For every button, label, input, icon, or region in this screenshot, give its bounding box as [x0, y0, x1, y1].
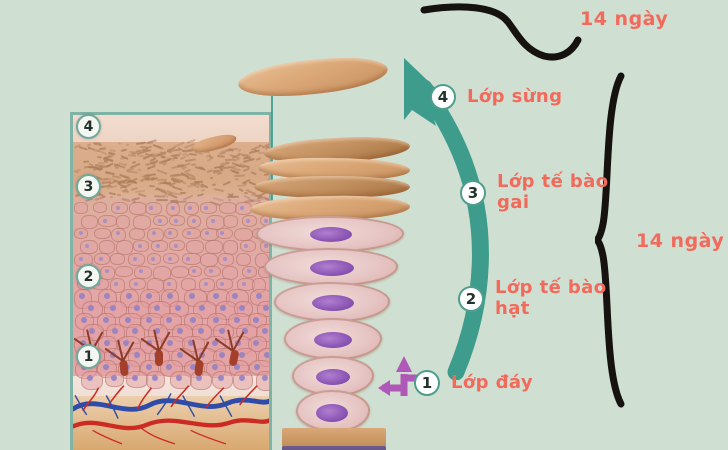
corneum-fiber-texture — [73, 142, 269, 202]
label-text-3: Lớp tế bào gai — [497, 172, 608, 213]
keratinocyte-basal-lower — [296, 390, 370, 432]
nucleus — [314, 332, 352, 348]
label-text-2: Lớp tế bào hạt — [495, 278, 606, 319]
label-row-1: 1 Lớp đáy — [414, 370, 533, 396]
keratinocyte-granular-2 — [264, 248, 398, 286]
basement-membrane-block — [282, 428, 386, 448]
panel-marker-3: 3 — [76, 174, 101, 199]
skin-layer-stack — [73, 115, 269, 450]
label-number-4: 4 — [430, 84, 456, 110]
duration-top-label: 14 ngày — [580, 8, 668, 30]
duration-right-label: 14 ngày — [636, 230, 724, 252]
shed-flake-top — [237, 52, 390, 101]
vertical-brace-icon — [595, 72, 635, 408]
panel-marker-4: 4 — [76, 114, 101, 139]
dermis-block — [282, 446, 386, 450]
panel-marker-2: 2 — [76, 264, 101, 289]
keratinocyte-spinous-2 — [284, 318, 382, 360]
label-row-2: 2 Lớp tế bào hạt — [458, 278, 606, 319]
keratinocyte-spinous-1 — [274, 282, 390, 322]
nucleus — [310, 227, 352, 242]
label-text-4: Lớp sừng — [467, 87, 562, 108]
nucleus — [310, 260, 354, 276]
horizontal-brace-icon — [420, 0, 600, 62]
nucleus — [316, 404, 348, 422]
nucleus — [312, 295, 354, 311]
label-text-1: Lớp đáy — [451, 373, 533, 394]
skin-cross-section-panel — [70, 112, 272, 450]
corneocyte-sheet-3 — [254, 176, 410, 198]
nucleus — [316, 369, 350, 385]
label-number-1: 1 — [414, 370, 440, 396]
layer-stratum-corneum — [73, 115, 269, 145]
label-number-2: 2 — [458, 286, 484, 312]
dermal-blood-vessels — [73, 376, 269, 450]
panel-marker-1: 1 — [76, 344, 101, 369]
label-row-3: 3 Lớp tế bào gai — [460, 172, 608, 213]
keratinocyte-granular-1 — [256, 216, 404, 252]
label-row-4: 4 Lớp sừng — [430, 84, 562, 110]
label-number-3: 3 — [460, 180, 486, 206]
